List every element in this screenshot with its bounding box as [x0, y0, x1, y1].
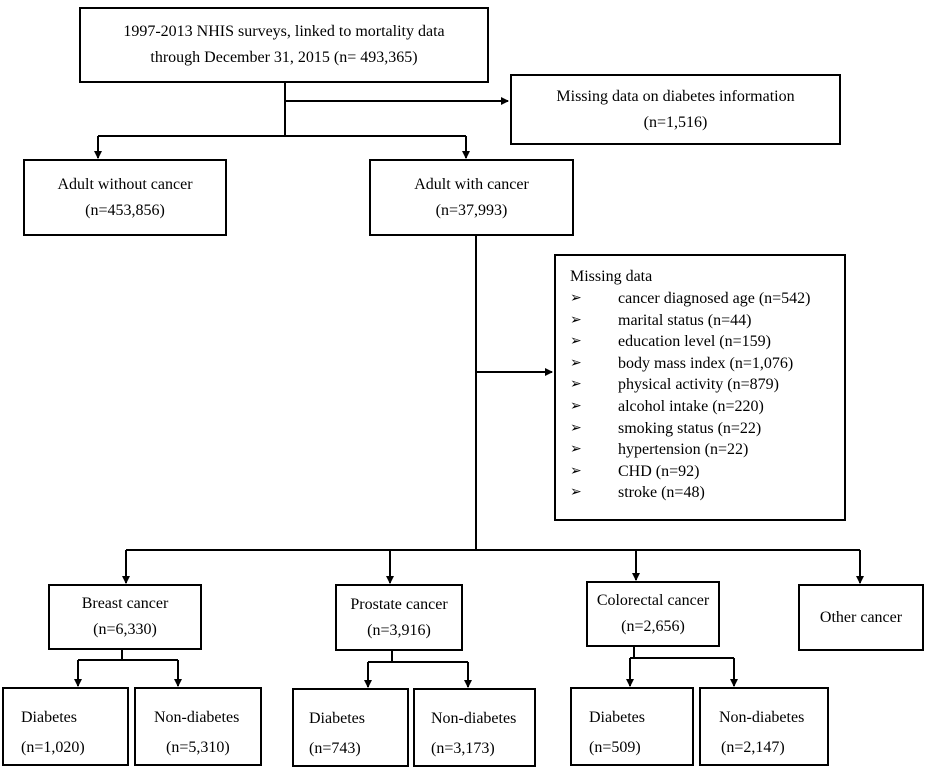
- arrow-bullet-icon: ➢: [570, 463, 582, 479]
- missing-data-title: Missing data: [570, 268, 653, 285]
- colorectal-cancer-box: Colorectal cancer (n=2,656): [586, 581, 720, 647]
- colorectal-non-diabetes-count: (n=2,147): [721, 739, 785, 756]
- arrow-bullet-icon: ➢: [570, 312, 582, 328]
- missing-data-item: ➢cancer diagnosed age (n=542): [570, 288, 811, 310]
- colorectal-non-diabetes-box: Non-diabetes (n=2,147): [699, 687, 829, 766]
- breast-cancer-count: (n=6,330): [93, 621, 157, 638]
- prostate-diabetes-count: (n=743): [309, 740, 361, 757]
- missing-data-item: ➢CHD (n=92): [570, 461, 811, 483]
- source-line-2: through December 31, 2015 (n= 493,365): [150, 49, 418, 66]
- prostate-cancer-box: Prostate cancer (n=3,916): [335, 584, 463, 651]
- arrow-bullet-icon: ➢: [570, 355, 582, 371]
- missing-data-box: Missing data ➢cancer diagnosed age (n=54…: [554, 254, 846, 521]
- missing-data-item: ➢smoking status (n=22): [570, 418, 811, 440]
- arrow-bullet-icon: ➢: [570, 377, 582, 393]
- with-cancer-box: Adult with cancer (n=37,993): [369, 159, 574, 236]
- prostate-diabetes-box: Diabetes (n=743): [292, 688, 409, 767]
- colorectal-non-diabetes-label: Non-diabetes: [719, 709, 805, 726]
- prostate-non-diabetes-count: (n=3,173): [431, 740, 495, 757]
- missing-data-item: ➢stroke (n=48): [570, 482, 811, 504]
- colorectal-diabetes-count: (n=509): [589, 739, 641, 756]
- breast-non-diabetes-label: Non-diabetes: [154, 709, 240, 726]
- breast-non-diabetes-count: (n=5,310): [166, 739, 230, 756]
- colorectal-cancer-label: Colorectal cancer: [596, 592, 710, 609]
- with-cancer-label: Adult with cancer: [414, 175, 529, 193]
- with-cancer-count: (n=37,993): [435, 201, 508, 219]
- missing-data-item: ➢physical activity (n=879): [570, 374, 811, 396]
- source-box: 1997-2013 NHIS surveys, linked to mortal…: [79, 7, 489, 83]
- missing-data-item: ➢education level (n=159): [570, 331, 811, 353]
- without-cancer-box: Adult without cancer (n=453,856): [23, 159, 227, 236]
- without-cancer-label: Adult without cancer: [57, 175, 193, 193]
- other-cancer-label: Other cancer: [819, 608, 903, 626]
- source-line-1: 1997-2013 NHIS surveys, linked to mortal…: [123, 23, 445, 40]
- breast-non-diabetes-box: Non-diabetes (n=5,310): [134, 687, 262, 766]
- missing-data-item: ➢body mass index (n=1,076): [570, 353, 811, 375]
- colorectal-cancer-count: (n=2,656): [621, 618, 685, 635]
- breast-cancer-box: Breast cancer (n=6,330): [48, 584, 202, 650]
- arrow-bullet-icon: ➢: [570, 420, 582, 436]
- breast-diabetes-label: Diabetes: [21, 709, 77, 726]
- missing-diabetes-count: (n=1,516): [643, 113, 708, 131]
- prostate-cancer-label: Prostate cancer: [350, 595, 448, 613]
- arrow-bullet-icon: ➢: [570, 291, 582, 306]
- missing-data-item: ➢hypertension (n=22): [570, 439, 811, 461]
- missing-diabetes-label: Missing data on diabetes information: [556, 87, 795, 105]
- missing-data-list: ➢cancer diagnosed age (n=542) ➢marital s…: [570, 288, 811, 504]
- colorectal-diabetes-label: Diabetes: [589, 709, 645, 726]
- breast-cancer-label: Breast cancer: [81, 595, 169, 612]
- arrow-bullet-icon: ➢: [570, 398, 582, 414]
- prostate-non-diabetes-box: Non-diabetes (n=3,173): [413, 688, 536, 767]
- breast-diabetes-box: Diabetes (n=1,020): [2, 687, 129, 766]
- other-cancer-box: Other cancer: [798, 584, 924, 651]
- arrow-bullet-icon: ➢: [570, 485, 582, 501]
- arrow-bullet-icon: ➢: [570, 442, 582, 458]
- arrow-bullet-icon: ➢: [570, 334, 582, 350]
- missing-data-item: ➢alcohol intake (n=220): [570, 396, 811, 418]
- missing-data-item: ➢marital status (n=44): [570, 310, 811, 332]
- without-cancer-count: (n=453,856): [85, 201, 165, 219]
- prostate-diabetes-label: Diabetes: [309, 710, 365, 727]
- colorectal-diabetes-box: Diabetes (n=509): [570, 687, 694, 766]
- missing-diabetes-box: Missing data on diabetes information (n=…: [510, 74, 841, 145]
- prostate-cancer-count: (n=3,916): [367, 621, 431, 639]
- prostate-non-diabetes-label: Non-diabetes: [431, 710, 517, 727]
- breast-diabetes-count: (n=1,020): [21, 739, 85, 756]
